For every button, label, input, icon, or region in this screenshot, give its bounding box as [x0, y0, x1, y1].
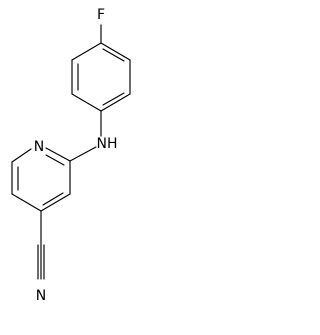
- bond-c2-npyr: [45, 147, 71, 162]
- inner-bond-c2-npyr: [45, 154, 65, 166]
- fluorophenyl-ring: [71, 24, 131, 112]
- bond-npyr-c6: [11, 148, 32, 163]
- bond-c6-c1: [71, 42, 102, 61]
- inner-bond-c1-c2: [102, 48, 125, 62]
- bond-c3-c4: [100, 93, 131, 112]
- nitrile-group: [37, 210, 45, 280]
- chemical-structure-diagram: F NH N N: [11, 7, 131, 304]
- bond-nh-pyridine: [69, 146, 97, 162]
- bond-c1-c2: [100, 42, 131, 61]
- inner-bond-c4-c3: [42, 192, 64, 206]
- inner-bond-c3-c4: [102, 92, 125, 106]
- bond-c4-c3: [40, 193, 71, 212]
- bond-c5-c4: [11, 193, 42, 212]
- pyridine-nitrogen-label: N: [34, 139, 44, 155]
- fluorine-label: F: [97, 7, 105, 23]
- pyridine-ring: [11, 147, 71, 212]
- nitrile-nitrogen-label: N: [36, 288, 46, 304]
- amine-label: NH: [97, 136, 118, 152]
- amine-linkage: [69, 110, 102, 162]
- bond-c4-c5: [71, 93, 102, 112]
